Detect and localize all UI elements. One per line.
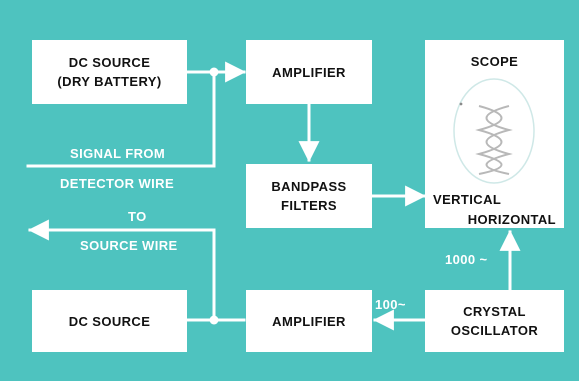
dc-source-dry-battery-box: DC SOURCE (DRY BATTERY) — [32, 40, 187, 104]
amplifier-top-label: AMPLIFIER — [272, 63, 346, 82]
signal-from-label: SIGNAL FROM — [70, 146, 165, 161]
amplifier-bottom-label: AMPLIFIER — [272, 312, 346, 331]
crystal-oscillator-box: CRYSTAL OSCILLATOR — [425, 290, 564, 352]
scope-horizontal-label: HORIZONTAL — [468, 210, 556, 229]
dc-source-bottom-box: DC SOURCE — [32, 290, 187, 352]
source-wire-label: SOURCE WIRE — [80, 238, 178, 253]
bandpass-label-line1: BANDPASS — [271, 177, 346, 196]
dc-source-top-label-line1: DC SOURCE — [69, 53, 151, 72]
junction-bottom-dot — [210, 316, 219, 325]
oscillator-label-line2: OSCILLATOR — [451, 321, 538, 340]
junction-top-dot — [210, 68, 219, 77]
amplifier-bottom-box: AMPLIFIER — [246, 290, 372, 352]
amplifier-top-box: AMPLIFIER — [246, 40, 372, 104]
scope-box: SCOPE VERTICAL HORIZONTAL — [425, 40, 564, 228]
bandpass-filters-box: BANDPASS FILTERS — [246, 164, 372, 228]
oscillator-label-line1: CRYSTAL — [463, 302, 526, 321]
dc-source-bottom-label: DC SOURCE — [69, 312, 151, 331]
scope-vertical-label: VERTICAL — [433, 190, 501, 209]
dc-source-top-label-line2: (DRY BATTERY) — [57, 72, 161, 91]
freq-1000-label: 1000 ~ — [445, 252, 488, 267]
detector-wire-label: DETECTOR WIRE — [60, 176, 174, 191]
scope-title: SCOPE — [425, 52, 564, 71]
to-label: TO — [128, 209, 147, 224]
bandpass-label-line2: FILTERS — [281, 196, 337, 215]
lissajous-figure-icon — [451, 76, 537, 186]
freq-100-label: 100~ — [375, 297, 406, 312]
